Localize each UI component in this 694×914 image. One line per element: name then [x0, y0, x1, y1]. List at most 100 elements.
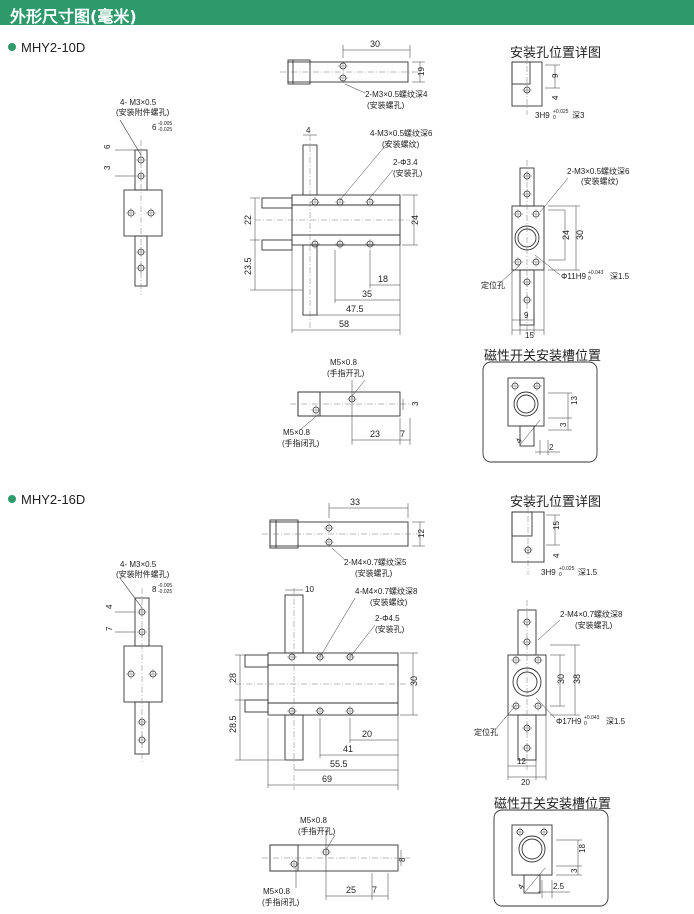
accessory-view-2	[115, 577, 163, 762]
sw-dim-2-5-2: 2.5	[553, 882, 565, 891]
note-accessory-thread-1: 4- M3×0.5	[120, 98, 157, 107]
hd-thread-2: 2-M4×0.7螺纹深8	[560, 609, 623, 619]
hole-detail-main-1	[499, 160, 580, 335]
switch-view-2	[511, 824, 582, 898]
hd-pin-1: 定位孔	[481, 280, 505, 290]
dim-finger-25: 25	[346, 885, 356, 895]
note-top-thread-1: 2-M3×0.5螺纹深4	[365, 89, 428, 99]
note-accessory-thread-2: 4- M3×0.5	[120, 560, 157, 569]
section-2: 4- M3×0.5 (安装附件螺孔) 8 -0.005 -0.025 4 7 3…	[105, 497, 626, 907]
dim-tolerance-2: 8	[152, 585, 157, 594]
hole-detail-main-2	[494, 600, 580, 780]
hd-phi-deep-1: 深1.5	[610, 272, 630, 281]
accessory-view-1	[115, 119, 163, 295]
hd-dim-30-1: 30	[575, 230, 585, 240]
page-title: 外形尺寸图(毫米)	[10, 7, 137, 26]
hd-dim-20-2: 20	[521, 778, 530, 787]
dim-top-height-1: 19	[417, 67, 426, 76]
dim-top-height-2: 12	[417, 529, 426, 538]
model-name-1: MHY2-10D	[21, 40, 86, 55]
section-1: 4- M3×0.5 (安装附件螺孔) 6 -0.005 -0.025 6 3 3…	[103, 39, 630, 463]
model-label-2: MHY2-16D	[8, 492, 85, 507]
hd-dim-15-2: 15	[552, 521, 561, 530]
note-top-thread-desc-2: (安装螺孔)	[355, 568, 393, 578]
hd-deep-1: 深3	[572, 111, 585, 120]
note-accessory-thread-desc-2: (安装附件螺孔)	[116, 569, 170, 579]
dim-main-28: 28	[228, 673, 238, 683]
hd-phi-upper-1: +0.043	[588, 270, 604, 276]
hole-detail-top-1	[511, 55, 560, 115]
hd-3h9-upper-2: +0.025	[559, 566, 575, 572]
switch-view-1	[507, 377, 572, 455]
dim-tolerance-upper-1: -0.005	[158, 121, 172, 127]
hd-thread-desc-2: (安装螺孔)	[575, 620, 613, 630]
dim-main-20: 20	[362, 729, 372, 739]
hd-phi-2: Φ17H9	[556, 717, 582, 726]
hd-deep-2: 深1.5	[578, 568, 598, 577]
dim-main-47-5: 47.5	[346, 304, 364, 314]
dim-tolerance-lower-2: -0.025	[158, 589, 172, 595]
dim-tolerance-1: 6	[152, 123, 157, 132]
finger-view-2	[262, 830, 410, 900]
hd-dim-15-1: 15	[525, 331, 534, 340]
hd-thread-desc-1: (安装螺纹)	[581, 176, 619, 186]
switch-box-1	[482, 361, 598, 463]
dim-main-23-5: 23.5	[243, 257, 253, 275]
model-name-2: MHY2-16D	[21, 492, 86, 507]
hd-phi-lower-1: 0	[588, 276, 591, 282]
sw-dim-2-1: 2	[549, 443, 554, 452]
sw-dim-13-1: 13	[570, 396, 579, 405]
hd-dim-24-1: 24	[561, 230, 571, 240]
dim-main-4: 4	[306, 126, 311, 135]
note-finger-open-desc-2: (手指开孔)	[298, 826, 336, 836]
switch-title-2: 磁性开关安装槽位置	[494, 797, 612, 812]
bullet-icon	[8, 495, 16, 503]
dim-main-28-5: 28.5	[228, 715, 238, 733]
hd-phi-1: Φ11H9	[561, 272, 586, 281]
note-finger-open-desc-1: (手指开孔)	[327, 368, 365, 378]
hd-dim-12-2: 12	[517, 757, 526, 766]
hd-dim-30-2: 30	[556, 674, 566, 684]
sw-dim-4-2: 4	[516, 882, 526, 891]
note-main-hole-desc-2: (安装孔)	[375, 624, 405, 634]
sw-dim-3-2: 3	[570, 868, 579, 873]
dim-finger-23: 23	[370, 429, 380, 439]
hole-detail-top-2	[511, 505, 560, 575]
dim-main-41: 41	[343, 744, 353, 754]
note-main-thread-desc-2: (安装螺纹)	[370, 597, 408, 607]
hd-dim-4-2: 4	[552, 553, 561, 558]
hd-dim-38-2: 38	[572, 674, 582, 684]
dim-main-35: 35	[362, 289, 372, 299]
note-main-thread-2: 4-M4×0.7螺纹深8	[355, 586, 418, 596]
note-accessory-thread-desc-1: (安装附件螺孔)	[116, 107, 170, 117]
note-finger-open-2: M5×0.8	[300, 816, 327, 825]
hd-dim-9-1: 9	[551, 73, 560, 78]
note-finger-close-1: M5×0.8	[283, 428, 310, 437]
hd-dim-4-1: 4	[551, 95, 560, 100]
note-finger-close-desc-1: (手指闭孔)	[282, 438, 320, 448]
header-bar: 外形尺寸图(毫米)	[0, 0, 694, 26]
dim-1-6: 6	[103, 144, 112, 149]
dim-finger-3: 3	[411, 401, 420, 406]
sw-dim-3-1: 3	[559, 422, 568, 427]
hd-3h9-lower-2: 0	[559, 572, 562, 578]
hd-phi-lower-2: 0	[584, 721, 587, 727]
hd-3h9-lower-1: 0	[553, 115, 556, 121]
sw-dim-4-1: 4	[514, 436, 524, 445]
dim-2-4: 4	[105, 604, 114, 609]
note-finger-close-desc-2: (手指闭孔)	[262, 897, 300, 907]
detail-title-2: 安装孔位置详图	[510, 495, 602, 510]
dim-top-width-1: 30	[370, 39, 380, 49]
dim-tolerance-lower-1: -0.025	[158, 127, 172, 133]
dim-main-30: 30	[409, 676, 419, 686]
dim-tolerance-upper-2: -0.005	[158, 583, 172, 589]
hd-3h9-upper-1: +0.025	[553, 109, 569, 115]
dim-finger-7b: 7	[372, 885, 377, 895]
hd-thread-1: 2-M3×0.5螺纹深6	[567, 166, 630, 176]
hd-3h9-2: 3H9	[541, 568, 556, 577]
note-main-hole-desc-1: (安装孔)	[393, 168, 423, 178]
top-view-1	[280, 45, 425, 94]
switch-title-1: 磁性开关安装槽位置	[484, 349, 602, 364]
note-finger-close-2: M5×0.8	[263, 887, 290, 896]
